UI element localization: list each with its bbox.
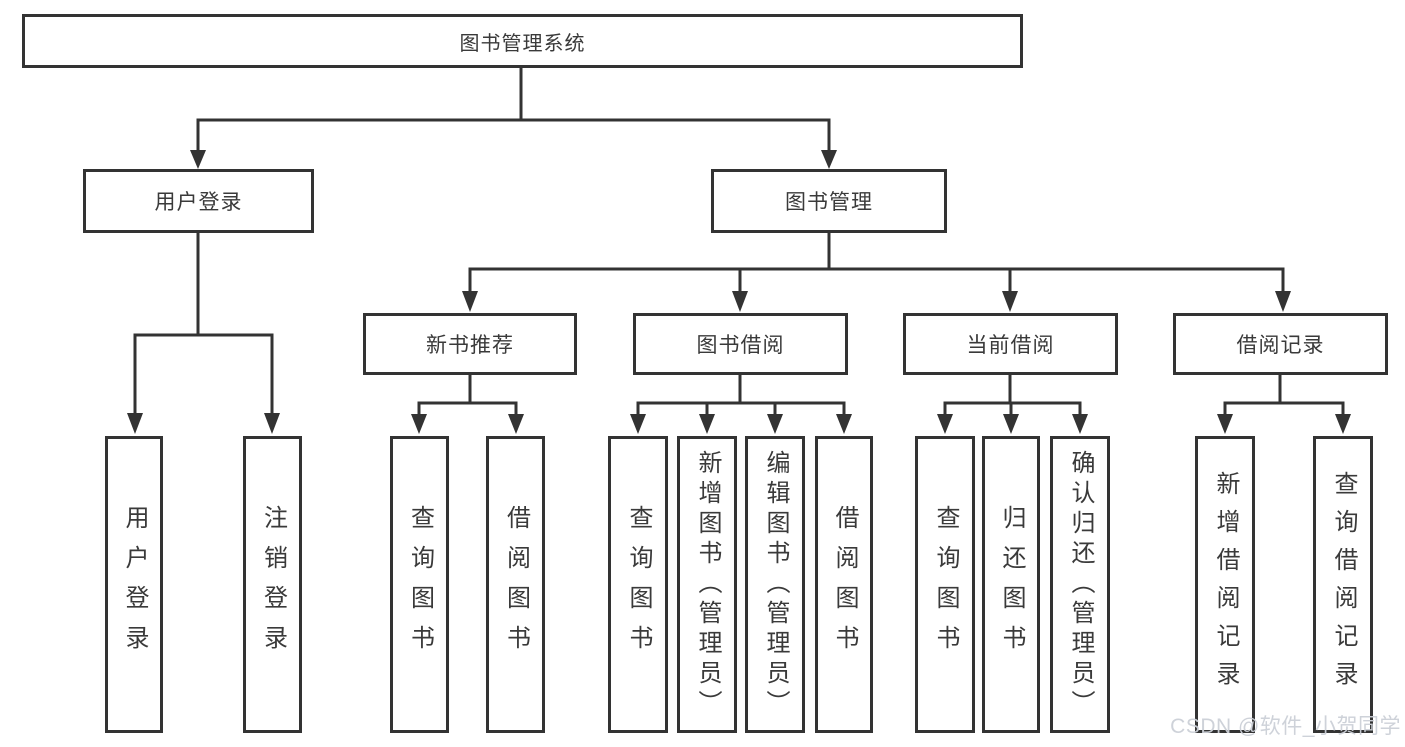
leaf-confirm-return-admin: 确认归还（管理员）	[1050, 436, 1110, 733]
node-user-login: 用户登录	[83, 169, 314, 233]
leaf-edit-books-admin: 编辑图书（管理员）	[745, 436, 805, 733]
node-book-management: 图书管理	[711, 169, 947, 233]
node-library-management-system: 图书管理系统	[22, 14, 1023, 68]
connector-user-login-to-leaves	[127, 233, 280, 434]
leaf-borrow-books: 借阅图书	[486, 436, 545, 733]
connector-current-borrow-to-leaves	[937, 375, 1088, 434]
connector-new-book-recommend-to-leaves	[411, 375, 524, 434]
leaf-query-borrow-record: 查询借阅记录	[1313, 436, 1373, 733]
leaf-borrow-books: 借阅图书	[815, 436, 873, 733]
leaf-query-books: 查询图书	[390, 436, 449, 733]
node-borrow-records: 借阅记录	[1173, 313, 1388, 375]
leaf-query-books: 查询图书	[608, 436, 668, 733]
leaf-query-books: 查询图书	[915, 436, 975, 733]
node-book-borrow: 图书借阅	[633, 313, 848, 375]
node-current-borrow: 当前借阅	[903, 313, 1118, 375]
leaf-return-books: 归还图书	[982, 436, 1040, 733]
leaf-user-login: 用户登录	[105, 436, 163, 733]
connector-borrow-records-to-leaves	[1217, 375, 1351, 434]
connector-book-borrow-to-leaves	[630, 375, 852, 434]
node-new-book-recommend: 新书推荐	[363, 313, 577, 375]
leaf-add-borrow-record: 新增借阅记录	[1195, 436, 1255, 733]
leaf-logout-login: 注销登录	[243, 436, 302, 733]
connector-book-management-to-level3	[462, 233, 1291, 312]
connector-root-to-level2	[190, 68, 837, 169]
csdn-watermark: CSDN @软件_小贺同学	[1170, 715, 1401, 738]
leaf-add-books-admin: 新增图书（管理员）	[677, 436, 737, 733]
